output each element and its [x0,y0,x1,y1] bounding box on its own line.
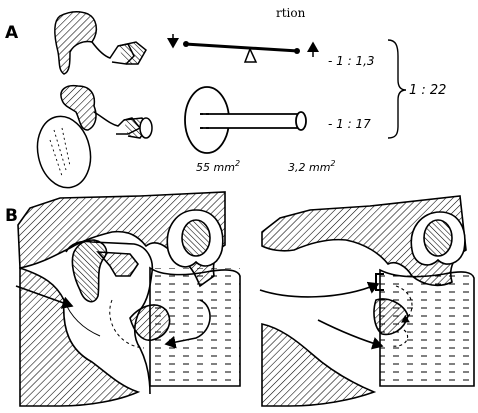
ossicle-chain-top [55,12,146,74]
area-large-label: 55 mm2 [196,159,240,174]
bracket-shape [388,40,406,138]
panel-a-label: A [5,23,19,43]
lever-diagram [173,34,313,62]
ear-section-with-ossicles [16,192,240,406]
area-small-label: 3,2 mm2 [288,159,336,174]
sound-upper-arrow-icon [260,284,378,297]
piston-diagram [185,87,306,153]
lever-ratio-label: - 1 : 1,3 [328,54,375,68]
ear-section-without-ossicles [260,196,474,406]
sound-lower-arrow-icon [318,320,382,346]
area-ratio-label: - 1 : 17 [328,117,371,131]
header-fragment: rtion [276,6,306,20]
panel-b-label: B [5,206,18,226]
small-disc [296,112,306,130]
total-ratio-label: 1 : 22 [409,83,446,98]
fulcrum-triangle [245,49,256,62]
ossicle-chain-bottom [31,86,152,193]
